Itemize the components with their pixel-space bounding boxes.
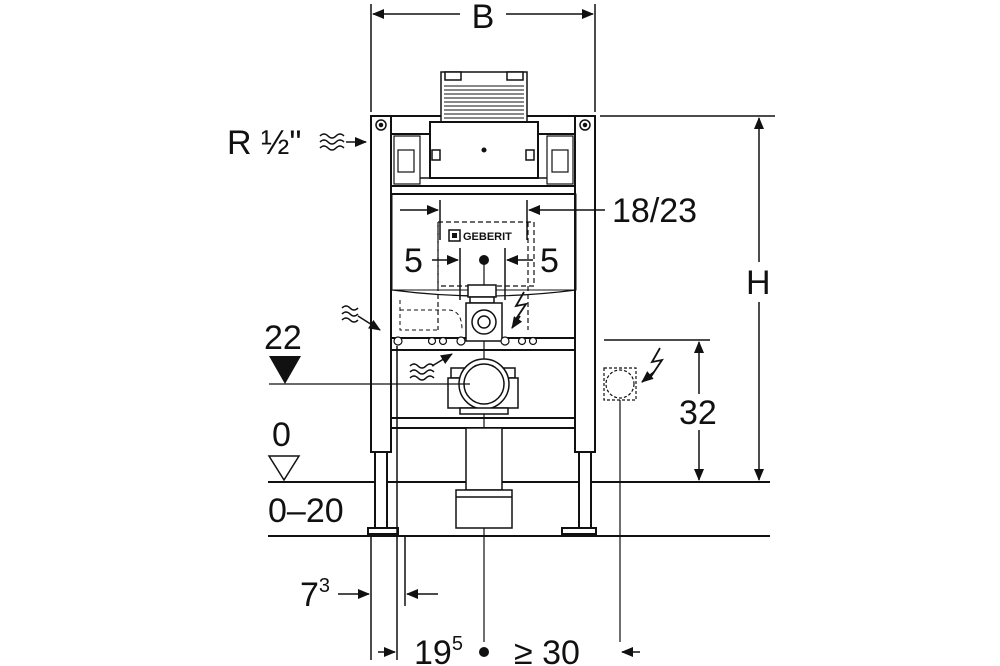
frame-edge-label: 73: [300, 575, 330, 614]
offset-left-label: 5: [404, 242, 423, 280]
cistern-top: [420, 71, 548, 179]
flush-pipe-label: 18/23: [612, 192, 697, 230]
drain-offset-label: 195: [414, 633, 463, 666]
floor-level-triangle-icon: [267, 455, 301, 482]
internal-pipe: [399, 300, 463, 331]
floor-range-label: 0–20: [268, 492, 344, 530]
socket-height-dimension: [604, 339, 710, 481]
side-fittings: [391, 135, 577, 291]
drain-center-point: [479, 647, 489, 657]
drain-elbow: [447, 358, 519, 415]
water-supply-icon: [319, 133, 367, 151]
frame-screws: [375, 119, 591, 131]
center-point: [479, 255, 489, 265]
frame-edge-dimension: [338, 536, 438, 606]
geberit-logo: GEBERIT: [448, 229, 512, 243]
offset-dimensions: [432, 248, 533, 300]
floor-level-label: 0: [272, 416, 291, 454]
floor-lines: [268, 481, 770, 537]
offset-right-label: 5: [540, 242, 559, 280]
electric-supply-icon: [511, 291, 528, 329]
width-dimension: [370, 4, 596, 112]
supply-label: R ½": [227, 124, 301, 162]
min-clearance-label: ≥ 30: [514, 634, 580, 666]
water-supply-icon-left: [341, 305, 381, 331]
waste-height-label: 22: [264, 319, 302, 357]
bar-fittings: [393, 336, 538, 346]
level-22: [269, 356, 470, 385]
flush-pipe-dimension: [400, 200, 605, 240]
flush-elbow: [465, 284, 503, 342]
drain-pipe: [455, 427, 513, 529]
water-supply-icon-drain: [409, 353, 453, 381]
height-dimension: [600, 115, 775, 481]
electric-supply-icon-socket: [641, 347, 664, 383]
socket-box: [603, 367, 637, 401]
svg-text:GEBERIT: GEBERIT: [463, 231, 512, 243]
height-label: H: [746, 264, 771, 302]
width-label: B: [472, 0, 495, 36]
socket-height-label: 32: [679, 394, 717, 432]
drain-offset-dimension: [370, 346, 640, 660]
